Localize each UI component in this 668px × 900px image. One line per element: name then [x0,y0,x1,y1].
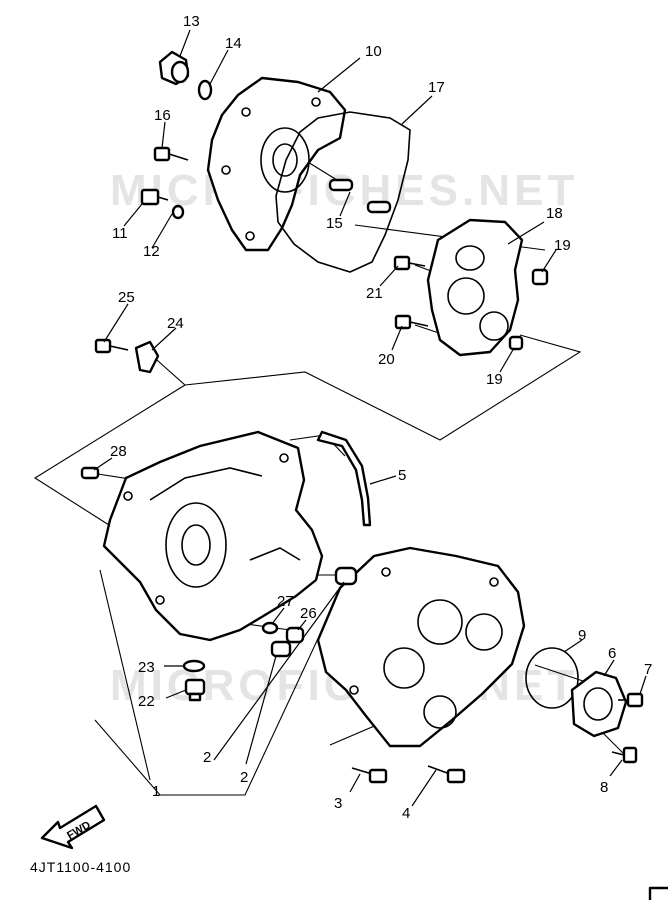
callout-8: 8 [600,779,608,796]
callout-24: 24 [167,315,184,332]
crankcase-left-half [102,430,324,642]
fwd-arrow-icon: FWD [40,804,106,850]
part-3-bolt [351,767,388,784]
part-9-gasket [525,647,579,709]
callout-27: 27 [277,593,294,610]
callout-5: 5 [398,467,406,484]
callout-16: 16 [154,107,171,124]
callout-21: 21 [366,285,383,302]
callout-23: 23 [138,659,155,676]
part-16-bolt [153,146,189,162]
part-18-bearing-housing [426,218,524,357]
part-4-bolt [427,765,466,784]
callout-19-upper: 19 [554,237,571,254]
callout-26: 26 [300,605,317,622]
callout-20: 20 [378,351,395,368]
part-28-stud [80,466,100,480]
part-19-collar-upper [531,268,549,286]
part-5-hose [316,430,372,527]
part-19-collar-lower [508,335,524,351]
part-17-gasket [275,111,411,273]
part-10-crankcase-cover [206,76,347,252]
corner-mark [648,886,668,900]
part-15-dowel-pins [328,178,392,214]
callout-1: 1 [152,783,160,800]
callout-7: 7 [644,661,652,678]
callout-12: 12 [143,243,160,260]
callout-11: 11 [112,225,128,242]
part-7-bolt [618,692,644,708]
part-22-drain-plug [184,678,206,702]
leader-lines [93,29,647,807]
diagram-code: 4JT1100-4100 [30,859,131,875]
part-20-bolt [394,314,429,330]
part-21-bolt [393,255,426,271]
callout-2-right: 2 [240,769,248,786]
callout-10: 10 [365,43,382,60]
crankcase-right-half [316,546,526,748]
part-24-clamp [134,340,160,374]
part-6-cover [570,670,628,738]
part-14-o-ring [197,79,213,101]
callout-25: 25 [118,289,135,306]
part-12-washer [171,204,185,220]
part-13-plug [158,50,190,86]
part-27-o-ring [261,621,279,635]
callout-17: 17 [428,79,445,96]
callout-2-left: 2 [203,749,211,766]
part-23-washer [182,659,206,673]
callout-9: 9 [578,627,586,644]
callout-3: 3 [334,795,342,812]
callout-13: 13 [183,13,200,30]
part-11-bolt [140,188,169,206]
part-25-bolt [94,338,129,354]
callout-15: 15 [326,215,343,232]
part-2-dowel-lower [270,640,292,658]
callout-19-lower: 19 [486,371,503,388]
part-2-dowel-upper [334,566,358,586]
callout-4: 4 [402,805,410,822]
callout-labels: 13 14 10 17 16 11 12 15 18 19 21 20 19 2… [110,13,652,822]
part-26-dowel [285,626,305,644]
part-8-bolt [611,746,638,764]
callout-18: 18 [546,205,563,222]
callout-14: 14 [225,35,242,52]
callout-28: 28 [110,443,127,460]
callout-6: 6 [608,645,616,662]
callout-22: 22 [138,693,155,710]
